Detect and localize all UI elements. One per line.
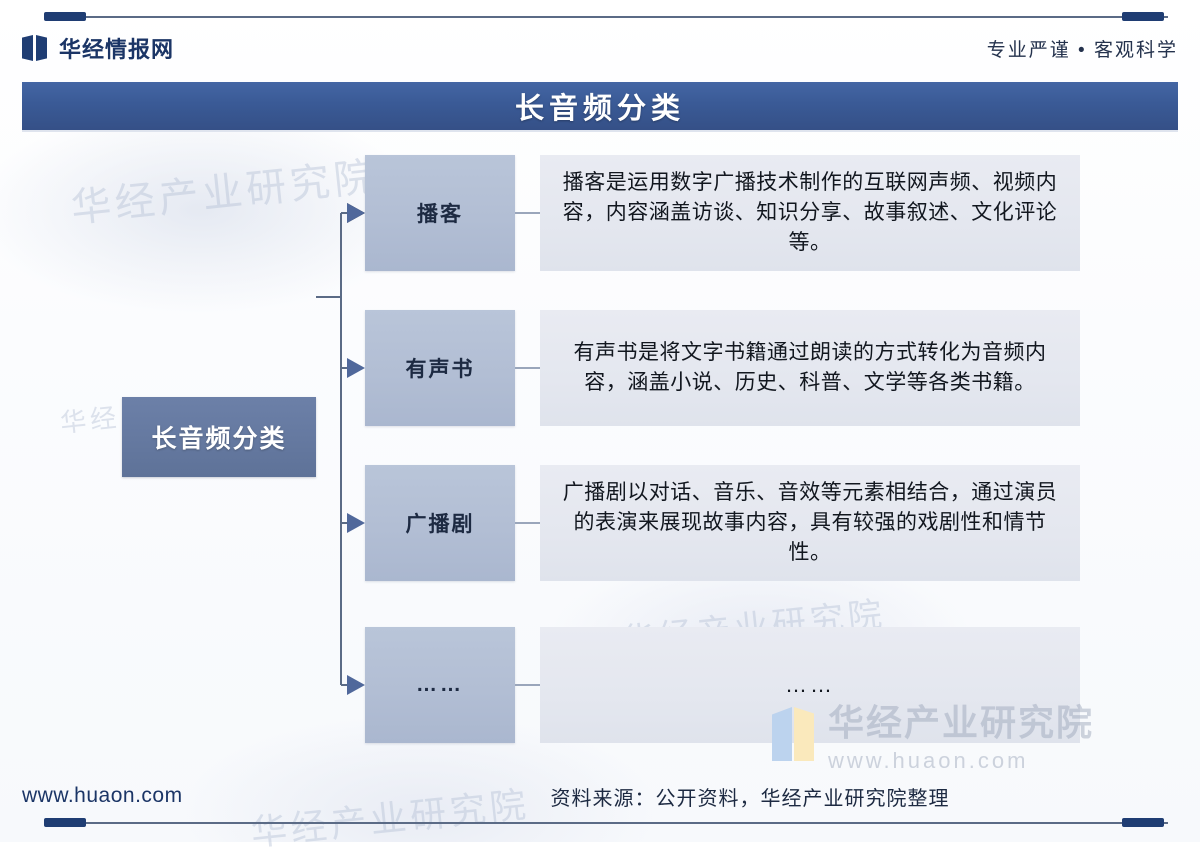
description-box-3[interactable]: 广播剧以对话、音乐、音效等元素相结合，通过演员的表演来展现故事内容，具有较强的戏… bbox=[540, 465, 1080, 581]
category-label-2: 有声书 bbox=[405, 358, 475, 381]
category-label-1: 播客 bbox=[417, 203, 463, 226]
connector-stub-3 bbox=[515, 522, 540, 524]
branch-row-2: 有声书 有声书是将文字书籍通过朗读的方式转化为音频内容，涵盖小说、历史、科普、文… bbox=[365, 310, 1080, 426]
description-box-1[interactable]: 播客是运用数字广播技术制作的互联网声频、视频内容，内容涵盖访谈、知识分享、故事叙… bbox=[540, 155, 1080, 271]
bottom-left-accent-cap bbox=[44, 818, 86, 827]
category-box-4[interactable]: …… bbox=[365, 627, 515, 743]
category-box-2[interactable]: 有声书 bbox=[365, 310, 515, 426]
category-box-3[interactable]: 广播剧 bbox=[365, 465, 515, 581]
description-text-2: 有声书是将文字书籍通过朗读的方式转化为音频内容，涵盖小说、历史、科普、文学等各类… bbox=[573, 341, 1047, 394]
category-label-3: 广播剧 bbox=[405, 513, 475, 536]
root-node[interactable]: 长音频分类 bbox=[122, 397, 316, 477]
connector-stub-2 bbox=[515, 367, 540, 369]
connector-stub-1 bbox=[515, 212, 540, 214]
connector-stub-4 bbox=[515, 684, 540, 686]
bottom-right-accent-cap bbox=[1122, 818, 1164, 827]
top-divider-rule bbox=[46, 16, 1168, 18]
description-text-3: 广播剧以对话、音乐、音效等元素相结合，通过演员的表演来展现故事内容，具有较强的戏… bbox=[562, 481, 1058, 564]
footer-url[interactable]: www.huaon.com bbox=[22, 784, 183, 807]
branch-row-4: …… …… bbox=[365, 627, 1080, 743]
description-text-1: 播客是运用数字广播技术制作的互联网声频、视频内容，内容涵盖访谈、知识分享、故事叙… bbox=[562, 171, 1058, 254]
connector-lines bbox=[316, 203, 365, 695]
root-node-label: 长音频分类 bbox=[151, 425, 287, 453]
top-left-accent-cap bbox=[44, 12, 86, 21]
branch-row-3: 广播剧 广播剧以对话、音乐、音效等元素相结合，通过演员的表演来展现故事内容，具有… bbox=[365, 465, 1080, 581]
footer-source: 资料来源：公开资料，华经产业研究院整理 bbox=[550, 787, 950, 810]
top-right-accent-cap bbox=[1122, 12, 1164, 21]
title-bar: 长音频分类 bbox=[22, 82, 1178, 130]
page-header: 华经情报网 专业严谨 • 客观科学 bbox=[22, 26, 1178, 70]
classification-diagram: 长音频分类 播客 播客是运用数字广播技术制作的互联网声频、视频内容，内容涵盖访谈… bbox=[0, 140, 1200, 770]
open-book-icon bbox=[22, 35, 47, 61]
brand-block: 华经情报网 bbox=[22, 32, 174, 64]
branch-row-1: 播客 播客是运用数字广播技术制作的互联网声频、视频内容，内容涵盖访谈、知识分享、… bbox=[365, 155, 1080, 271]
description-text-4: …… bbox=[785, 672, 835, 698]
bottom-divider-rule bbox=[46, 822, 1168, 824]
header-tagline: 专业严谨 • 客观科学 bbox=[986, 39, 1178, 61]
category-label-4: …… bbox=[416, 673, 464, 696]
page-footer: www.huaon.com 资料来源：公开资料，华经产业研究院整理 bbox=[22, 778, 1178, 814]
category-box-1[interactable]: 播客 bbox=[365, 155, 515, 271]
page-title: 长音频分类 bbox=[514, 93, 685, 125]
description-box-4[interactable]: …… bbox=[540, 627, 1080, 743]
brand-name: 华经情报网 bbox=[59, 37, 175, 62]
description-box-2[interactable]: 有声书是将文字书籍通过朗读的方式转化为音频内容，涵盖小说、历史、科普、文学等各类… bbox=[540, 310, 1080, 426]
